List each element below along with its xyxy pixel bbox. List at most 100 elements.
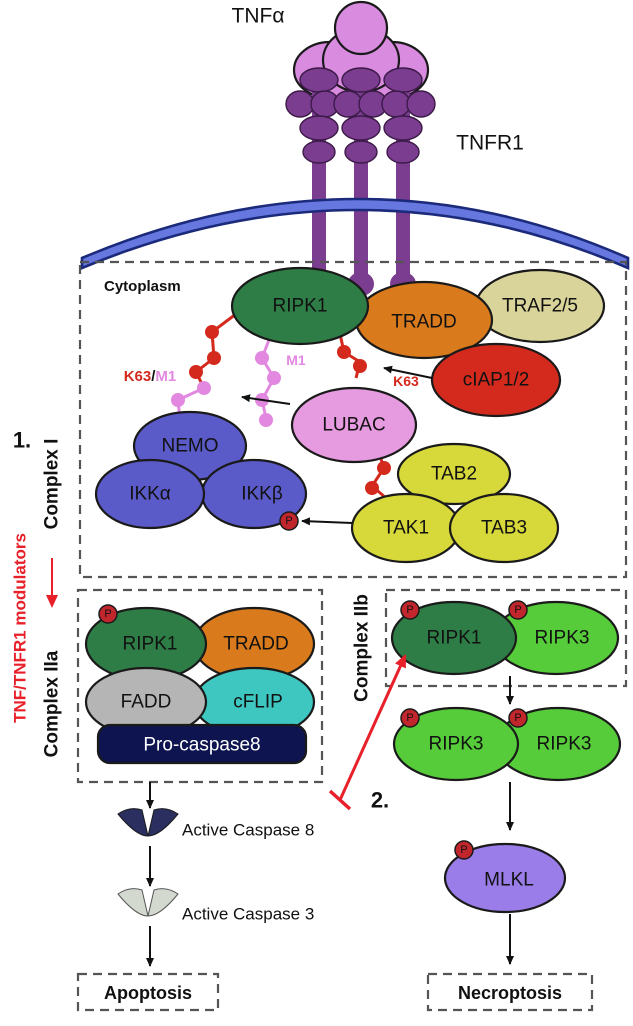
phospho-ikkb-label: P	[285, 515, 292, 527]
ubiquitin-pink	[255, 351, 269, 365]
active-caspase3-icon	[117, 888, 179, 917]
phospho-ripk3-a-label: P	[406, 712, 413, 724]
phospho-ripk3-b	[508, 708, 528, 728]
c2a-ripk1-label: RIPK1	[123, 634, 178, 655]
active-caspase8-label: Active Caspase 8	[182, 821, 314, 840]
complex-1-box	[78, 260, 628, 579]
k63-text: K63	[124, 368, 152, 385]
cflip-label: cFLIP	[233, 692, 283, 713]
phospho-ikkb	[279, 511, 299, 531]
traf2-5-label: TRAF2/5	[502, 296, 578, 317]
phospho-c2a-ripk1-label: P	[104, 608, 111, 620]
active-caspase8-icon	[117, 808, 179, 837]
k63-m1-label: K63/M1	[124, 368, 177, 385]
inhibition-bar	[328, 789, 352, 811]
ciap1-2-label: cIAP1/2	[463, 370, 530, 391]
lubac-node	[290, 386, 418, 464]
tnfr1-domain	[333, 90, 363, 118]
ubiquitin-red	[365, 481, 379, 495]
modulators-label: TNF/TNFR1 modulators	[11, 533, 30, 723]
apoptosis-label: Apoptosis	[104, 983, 192, 1003]
tnfr1-domain	[341, 67, 381, 93]
step-2-label: 2.	[371, 788, 389, 813]
complex-2a-box	[76, 588, 324, 784]
tnfr1-intracellular-left	[312, 220, 326, 280]
ubiquitin-red	[337, 345, 351, 359]
ubiquitin-chain-k63-ripk1	[189, 312, 237, 389]
mlkl-node	[443, 842, 567, 914]
ikk-beta-label: IKKβ	[241, 484, 283, 505]
ripk3-b-label: RIPK3	[537, 734, 592, 755]
tab2-label: TAB2	[431, 464, 477, 485]
tnfr1-domain	[299, 115, 339, 141]
phospho-c2b-ripk3-label: P	[514, 604, 521, 616]
slash-text: /	[151, 368, 156, 385]
apoptosis-box	[76, 972, 220, 1012]
pro-caspase8-label: Pro-caspase8	[143, 735, 260, 756]
c2a-tradd-label: TRADD	[223, 634, 288, 655]
tnfr1-domain	[302, 140, 336, 164]
c2b-ripk3-label: RIPK3	[535, 628, 590, 649]
ubiquitin-pink	[171, 393, 185, 407]
tnfr1-intracellular-middle	[354, 220, 368, 280]
pro-caspase8-node	[96, 723, 308, 765]
tnfr1-domain	[406, 90, 436, 118]
tnfr1-label: TNFR1	[456, 132, 524, 155]
ubiquitin-red	[353, 359, 367, 373]
ubiquitin-chain-k63-ciap	[337, 333, 367, 379]
necroptosis-box	[426, 972, 594, 1012]
complex-2b-box	[384, 588, 628, 688]
m1-chain-label: M1	[286, 352, 306, 368]
ubiquitin-red	[205, 325, 219, 339]
arrow-ciap-to-chain	[383, 365, 433, 379]
tnfr1-domain	[383, 115, 423, 141]
k63-chain-label: K63	[393, 373, 419, 389]
arrow-tak1-to-ikkb	[301, 517, 353, 526]
arrow-lubac-to-chain	[241, 394, 291, 405]
phospho-mlkl	[454, 840, 474, 860]
ubiquitin-red	[189, 365, 203, 379]
tab2-node	[396, 442, 512, 506]
ubiquitin-pink	[259, 413, 273, 427]
mlkl-label: MLKL	[484, 870, 534, 891]
m1-text: M1	[155, 368, 176, 385]
tnfr1-domain	[383, 67, 423, 93]
tnfr1-domain	[344, 140, 378, 164]
ikk-alpha-node	[94, 458, 206, 530]
ripk3-a-node	[392, 706, 520, 782]
phospho-ripk3-b-label: P	[514, 712, 521, 724]
tab3-node	[448, 492, 560, 564]
tnfr1-domain	[285, 90, 315, 118]
arrow-casp8-inhibits-c2b	[338, 654, 407, 801]
complex-2b-title: Complex IIb	[352, 594, 373, 702]
step-1-label: 1.	[13, 428, 31, 453]
ripk1-label: RIPK1	[273, 296, 328, 317]
complex-1-title: Complex I	[42, 439, 63, 530]
ubiquitin-pink	[197, 381, 211, 395]
tak1-label: TAK1	[383, 518, 429, 539]
ubiquitin-pink	[267, 371, 281, 385]
tnfr1-intracellular-right	[396, 220, 410, 280]
tnf-label: TNFα	[232, 5, 285, 28]
lubac-label: LUBAC	[322, 415, 385, 436]
phospho-mlkl-label: P	[460, 844, 467, 856]
tradd-label: TRADD	[391, 312, 456, 333]
phospho-ripk3-a	[400, 708, 420, 728]
fadd-label: FADD	[121, 692, 172, 713]
plasma-membrane	[80, 197, 630, 270]
active-caspase3-label: Active Caspase 3	[182, 905, 314, 924]
phospho-c2b-ripk1-label: P	[406, 604, 413, 616]
tnfr1-domain	[299, 67, 339, 93]
ripk3-a-label: RIPK3	[429, 734, 484, 755]
ikk-alpha-label: IKKα	[129, 484, 171, 505]
phospho-c2a-ripk1	[98, 604, 118, 624]
c2b-ripk1-label: RIPK1	[427, 628, 482, 649]
tnfr1-domain	[341, 115, 381, 141]
tnf-subunit-top	[333, 0, 389, 56]
cytoplasm-label: Cytoplasm	[104, 278, 181, 295]
complex-2a-title: Complex IIa	[42, 650, 63, 757]
tnfr1-domain	[386, 140, 420, 164]
c2b-ripk1-node	[390, 600, 518, 676]
phospho-c2b-ripk3	[508, 600, 528, 620]
